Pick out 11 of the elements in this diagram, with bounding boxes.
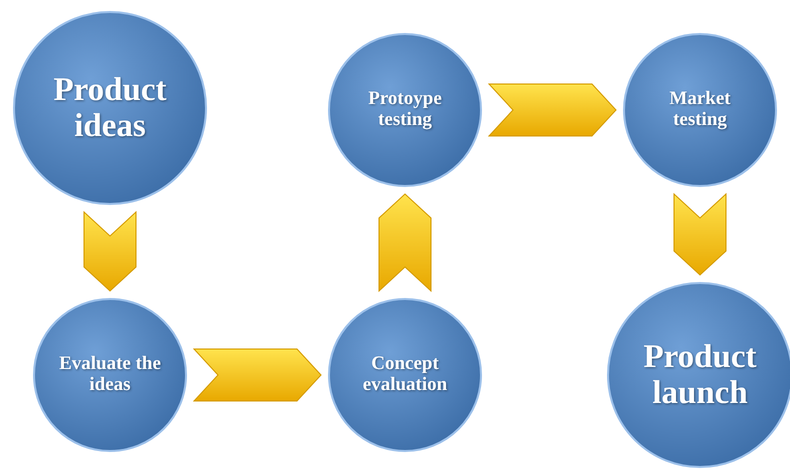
step-label: Protoype testing [367,89,443,131]
chevron-arrow [378,193,432,292]
step-label: Product ideas [52,72,168,144]
chevron-arrow [488,84,617,136]
step-label: Evaluate the ideas [58,354,162,396]
chevron-arrow [674,192,726,276]
step-label: Product launch [642,338,758,412]
chevron-arrow [84,210,136,292]
step-label: Concept evaluation [362,354,448,396]
chevron-arrow [192,348,322,402]
step-label: Market testing [668,89,732,131]
